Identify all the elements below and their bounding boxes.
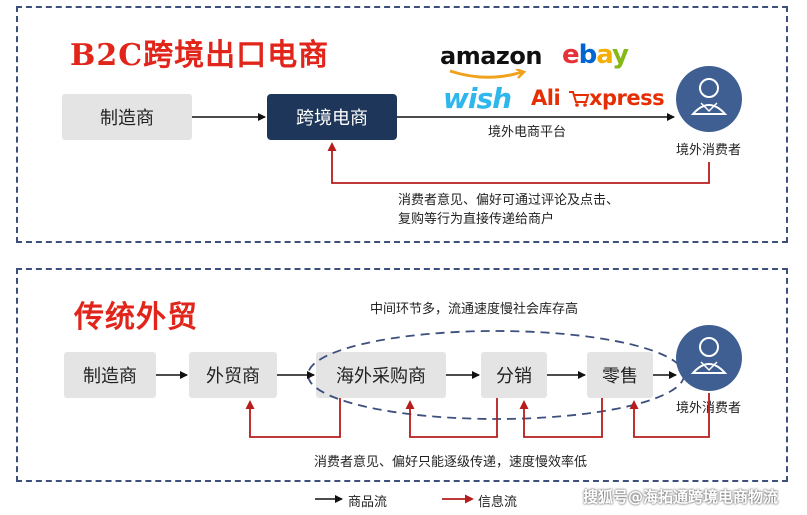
platform-label: 境外电商平台 <box>488 125 567 140</box>
info-arrow-retail-distribution <box>519 398 603 438</box>
info-arrow-purchaser-trader <box>245 398 341 438</box>
traditional-manufacturer-box: 制造商 <box>64 352 156 398</box>
info-arrow-consumer-retail <box>629 393 710 438</box>
watermark: 搜狐号@海拓通跨境电商物流 <box>583 488 779 506</box>
wish-logo: wish <box>443 82 512 115</box>
b2c-consumer-label: 境外消费者 <box>676 143 742 158</box>
b2c-title: B2C跨境出口电商 <box>70 38 330 73</box>
intermediary-ellipse <box>307 330 685 420</box>
amazon-logo-text: amazon <box>440 42 542 70</box>
distribution-box: 分销 <box>481 352 547 398</box>
b2c-feedback-line1: 消费者意见、偏好可通过评论及点击、 <box>398 193 620 208</box>
aliexpress-logo-xpress: xpress <box>588 86 665 110</box>
legend-goods-flow-label: 商品流 <box>348 495 388 510</box>
info-arrow-distribution-purchaser <box>405 398 498 438</box>
ebay-logo: ebay <box>562 40 629 70</box>
ebay-logo-e: e <box>562 40 580 70</box>
traditional-note-top: 中间环节多，流通速度慢社会库存高 <box>370 302 579 317</box>
b2c-feedback-line2: 复购等行为直接传递给商户 <box>398 212 555 227</box>
ebay-logo-y: y <box>612 40 629 70</box>
b2c-crossborder-ecommerce-box: 跨境电商 <box>267 94 397 140</box>
b2c-info-arrow <box>327 142 710 184</box>
legend-info-flow-label: 信息流 <box>478 495 518 510</box>
ebay-logo-a: a <box>596 40 613 70</box>
b2c-manufacturer-box: 制造商 <box>62 94 192 140</box>
traditional-feedback-text: 消费者意见、偏好只能逐级传递，速度慢效率低 <box>314 455 588 470</box>
b2c-panel <box>16 6 788 243</box>
amazon-smile-icon <box>449 69 527 79</box>
ebay-logo-b: b <box>578 40 598 70</box>
aliexpress-logo-ali: Ali <box>531 86 561 110</box>
traditional-trade-title: 传统外贸 <box>74 300 198 335</box>
amazon-logo: amazon <box>440 42 542 79</box>
traditional-consumer-icon <box>676 325 742 391</box>
overseas-purchaser-box: 海外采购商 <box>316 352 446 398</box>
b2c-consumer-icon <box>676 66 742 132</box>
trader-box: 外贸商 <box>189 352 277 398</box>
retail-box: 零售 <box>587 352 653 398</box>
shopping-cart-icon <box>568 91 590 107</box>
traditional-trade-panel <box>16 268 788 482</box>
aliexpress-logo: Ali xpress <box>531 86 665 110</box>
